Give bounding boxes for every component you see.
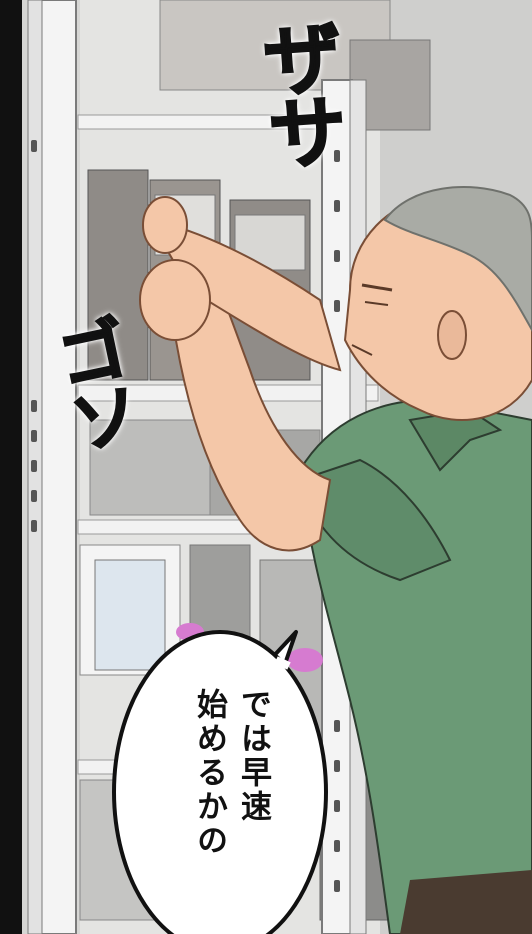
speech-line-1: では早速 [235, 688, 271, 824]
sfx-goso: ゴソ [38, 310, 148, 458]
man-figure [139, 186, 532, 934]
speech-line-2: 始めるかの [191, 688, 227, 858]
speech-bubble: では早速 始めるかの [172, 688, 290, 888]
sfx-zasa: ザサ [246, 14, 351, 170]
panel-left-border [0, 0, 22, 934]
speech-bubble-shape [112, 630, 328, 934]
